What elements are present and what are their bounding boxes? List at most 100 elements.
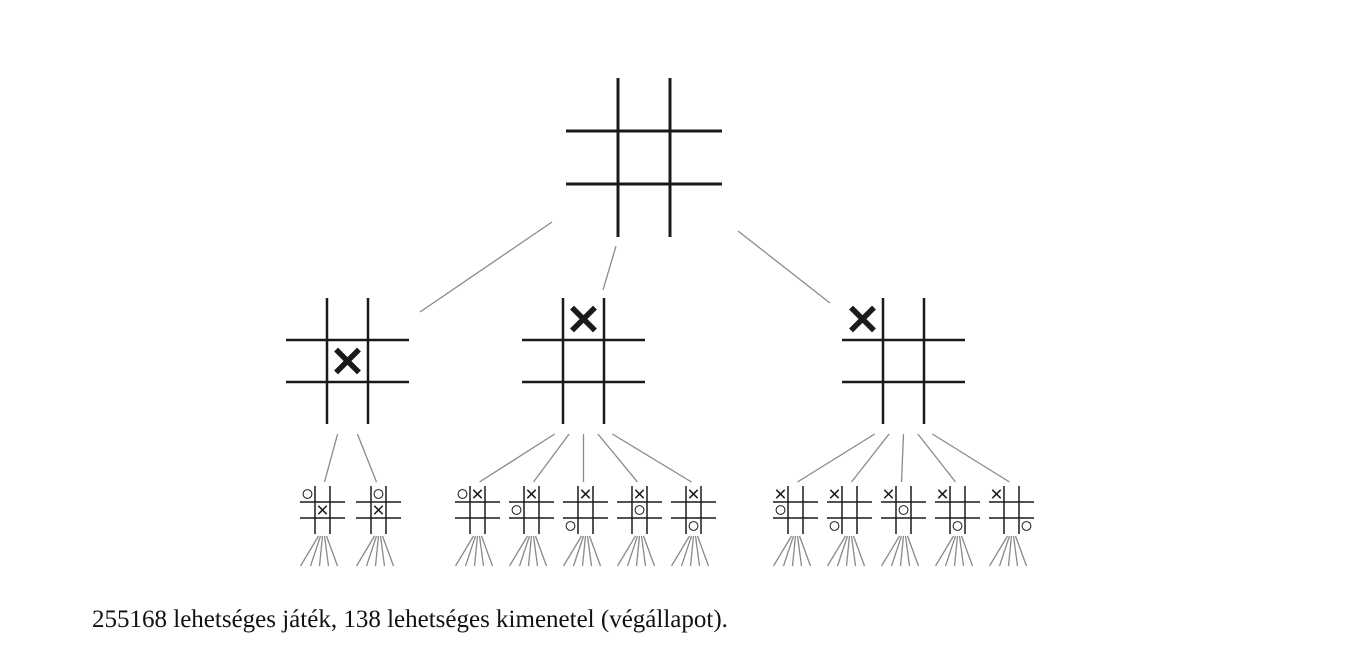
- level2-board: [455, 486, 500, 534]
- level2-board: [935, 486, 980, 534]
- x-mark: [472, 489, 483, 499]
- tree-edge: [355, 535, 376, 567]
- level2-board: [300, 486, 345, 534]
- tree-edge: [797, 433, 876, 483]
- level2-board: [563, 486, 608, 534]
- tree-edge: [478, 535, 485, 567]
- tree-edge: [880, 535, 901, 567]
- tree-edge: [419, 221, 553, 313]
- tree-edge: [508, 535, 529, 567]
- x-mark: [373, 505, 384, 515]
- tree-edge: [374, 535, 380, 567]
- tree-edge: [597, 433, 639, 483]
- x-mark: [526, 489, 537, 499]
- tree-edge: [642, 535, 656, 567]
- tree-edge: [518, 535, 531, 567]
- level2-board: [509, 486, 554, 534]
- tree-edge: [365, 535, 378, 567]
- level2-board: [881, 486, 926, 534]
- game-tree-diagram: [286, 78, 1034, 567]
- x-mark: [829, 489, 840, 499]
- tree-edge: [899, 535, 905, 567]
- tree-edge: [626, 535, 639, 567]
- tree-edge: [988, 535, 1009, 567]
- tree-edge: [299, 535, 320, 567]
- tree-edge: [581, 535, 587, 567]
- tree-edge: [381, 535, 395, 567]
- tree-edge: [836, 535, 849, 567]
- tree-edge: [356, 433, 378, 483]
- tree-edge: [850, 433, 890, 483]
- tree-edge: [845, 535, 851, 567]
- caption: 255168 lehetséges játék, 138 lehetséges …: [92, 606, 728, 633]
- tree-edge: [850, 535, 857, 567]
- tree-edge: [798, 535, 812, 567]
- o-mark: [775, 505, 786, 515]
- tree-edge: [309, 535, 322, 567]
- x-mark: [580, 489, 591, 499]
- tree-boards: [286, 78, 1034, 534]
- tree-edge: [934, 535, 955, 567]
- x-mark: [634, 489, 645, 499]
- tree-edge: [640, 535, 647, 567]
- o-mark: [302, 489, 313, 499]
- level2-board: [671, 486, 716, 534]
- o-mark: [1021, 521, 1032, 531]
- tree-edge: [852, 535, 866, 567]
- tree-edge: [586, 535, 593, 567]
- level2-board: [356, 486, 401, 534]
- o-mark: [511, 505, 522, 515]
- x-mark: [570, 305, 597, 333]
- tree-edge: [680, 535, 693, 567]
- tree-edge: [796, 535, 803, 567]
- tree-edge: [772, 535, 793, 567]
- tree-edge: [323, 433, 339, 483]
- tree-edge: [670, 535, 691, 567]
- tree-edge: [931, 433, 1010, 483]
- o-mark: [952, 521, 963, 531]
- tree-edge: [1007, 535, 1013, 567]
- tree-edge: [379, 535, 386, 567]
- tree-edge: [900, 433, 905, 483]
- x-mark: [317, 505, 328, 515]
- tree-edges: [299, 221, 1028, 567]
- level1-board-2: [522, 298, 645, 424]
- tree-edge: [791, 535, 797, 567]
- tree-edge: [960, 535, 974, 567]
- x-mark: [334, 347, 361, 375]
- tree-edge: [998, 535, 1011, 567]
- tree-edge: [532, 433, 570, 483]
- x-mark: [937, 489, 948, 499]
- tree-edge: [917, 433, 957, 483]
- tree-edge: [953, 535, 959, 567]
- o-mark: [565, 521, 576, 531]
- x-mark: [849, 305, 876, 333]
- level2-board: [617, 486, 662, 534]
- x-mark: [688, 489, 699, 499]
- tree-edge: [696, 535, 710, 567]
- tree-edge: [588, 535, 602, 567]
- tree-edge: [737, 230, 831, 304]
- tree-edge: [325, 535, 339, 567]
- level2-board: [989, 486, 1034, 534]
- o-mark: [373, 489, 384, 499]
- level1-board-1: [286, 298, 409, 424]
- tree-edge: [1014, 535, 1028, 567]
- x-mark: [991, 489, 1002, 499]
- tree-edge: [464, 535, 477, 567]
- o-mark: [898, 505, 909, 515]
- x-mark: [775, 489, 786, 499]
- o-mark: [688, 521, 699, 531]
- tree-edge: [480, 535, 494, 567]
- o-mark: [457, 489, 468, 499]
- tree-edge: [602, 245, 617, 291]
- tree-edge: [635, 535, 641, 567]
- tree-edge: [323, 535, 330, 567]
- tree-edge: [527, 535, 533, 567]
- tree-edge: [944, 535, 957, 567]
- tree-edge: [473, 535, 479, 567]
- tree-edge: [454, 535, 475, 567]
- level2-board: [773, 486, 818, 534]
- tree-edge: [689, 535, 695, 567]
- tree-edge: [826, 535, 847, 567]
